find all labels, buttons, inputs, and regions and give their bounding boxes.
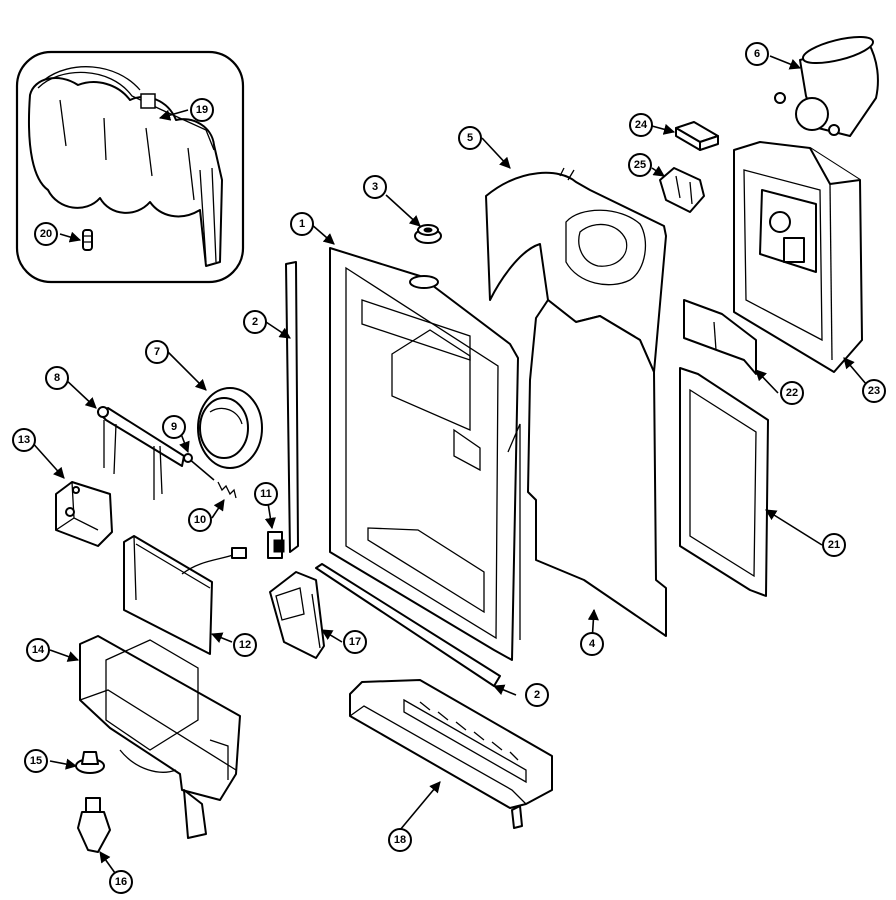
callout-25: 25 — [628, 153, 652, 177]
svg-text:17: 17 — [349, 636, 361, 648]
callout-23: 23 — [862, 379, 886, 403]
part-2-bottom-strip[interactable] — [315, 563, 501, 687]
svg-text:16: 16 — [115, 876, 127, 888]
part-17-paddle[interactable] — [269, 571, 325, 659]
callout-13: 13 — [12, 428, 36, 452]
svg-text:25: 25 — [634, 159, 646, 171]
part-1-dispenser-frame[interactable] — [329, 247, 521, 661]
svg-text:19: 19 — [196, 104, 208, 116]
svg-text:12: 12 — [239, 639, 251, 651]
part-23-dispenser-housing[interactable] — [733, 141, 863, 373]
callout-8: 8 — [45, 366, 69, 390]
callout-21: 21 — [822, 533, 846, 557]
svg-text:22: 22 — [786, 387, 798, 399]
svg-text:5: 5 — [467, 132, 473, 144]
svg-text:23: 23 — [868, 385, 880, 397]
svg-text:9: 9 — [171, 421, 177, 433]
part-9-shaft[interactable] — [183, 453, 215, 481]
callout-19: 19 — [190, 98, 214, 122]
callout-4: 4 — [580, 632, 604, 656]
part-25-bracket[interactable] — [659, 167, 705, 213]
svg-text:21: 21 — [828, 539, 840, 551]
part-15-knob[interactable] — [75, 751, 105, 774]
callout-20: 20 — [34, 222, 58, 246]
svg-text:2: 2 — [252, 316, 258, 328]
part-24-pad[interactable] — [675, 121, 719, 151]
svg-text:14: 14 — [32, 644, 45, 656]
svg-text:7: 7 — [154, 346, 160, 358]
part-11-switch[interactable] — [267, 531, 285, 559]
part-22-cover[interactable] — [683, 299, 757, 375]
svg-text:3: 3 — [372, 181, 378, 193]
svg-text:8: 8 — [54, 372, 60, 384]
callout-10: 10 — [188, 508, 212, 532]
part-16-cone-nut[interactable] — [77, 797, 111, 853]
svg-text:15: 15 — [30, 755, 42, 767]
part-20-fitting[interactable] — [82, 229, 93, 251]
callout-22: 22 — [780, 381, 804, 405]
svg-text:6: 6 — [754, 48, 760, 60]
part-18-drip-tray[interactable] — [349, 679, 553, 829]
svg-text:4: 4 — [589, 638, 596, 650]
svg-text:20: 20 — [40, 228, 52, 240]
part-7-lens[interactable] — [197, 387, 263, 469]
callout-18: 18 — [388, 828, 412, 852]
part-8-rail[interactable] — [97, 406, 185, 500]
part-13-solenoid[interactable] — [55, 481, 113, 547]
callout-12: 12 — [233, 633, 257, 657]
callout-7: 7 — [145, 340, 169, 364]
callout-14: 14 — [26, 638, 50, 662]
part-19-heater-assembly[interactable] — [27, 66, 223, 267]
callout-17: 17 — [343, 630, 367, 654]
part-6-ice-funnel[interactable] — [774, 32, 879, 137]
callout-5: 5 — [458, 126, 482, 150]
svg-text:10: 10 — [194, 514, 206, 526]
callout-2-lower: 2 — [525, 683, 549, 707]
leader-lines — [29, 55, 873, 881]
svg-text:11: 11 — [260, 488, 272, 500]
svg-text:18: 18 — [394, 834, 406, 846]
part-14-auger-motor[interactable] — [79, 635, 241, 839]
inset-panel — [15, 50, 245, 284]
svg-text:1: 1 — [299, 218, 305, 230]
callout-9: 9 — [162, 415, 186, 439]
callout-16: 16 — [109, 870, 133, 894]
part-3-grommet[interactable] — [414, 224, 442, 244]
part-4-insulation-sheet[interactable] — [527, 299, 667, 637]
callout-6: 6 — [745, 42, 769, 66]
callout-24: 24 — [629, 113, 653, 137]
callout-2-upper: 2 — [243, 310, 267, 334]
callout-1: 1 — [290, 212, 314, 236]
callout-3: 3 — [363, 175, 387, 199]
svg-text:2: 2 — [534, 689, 540, 701]
part-12-control-board[interactable] — [123, 535, 247, 655]
svg-text:24: 24 — [635, 119, 648, 131]
svg-text:13: 13 — [18, 434, 30, 446]
callout-11: 11 — [254, 482, 278, 506]
callout-15: 15 — [24, 749, 48, 773]
part-21-frame[interactable] — [679, 367, 769, 597]
part-2-vertical-strip[interactable] — [285, 261, 299, 553]
part-10-spring[interactable] — [217, 481, 237, 499]
